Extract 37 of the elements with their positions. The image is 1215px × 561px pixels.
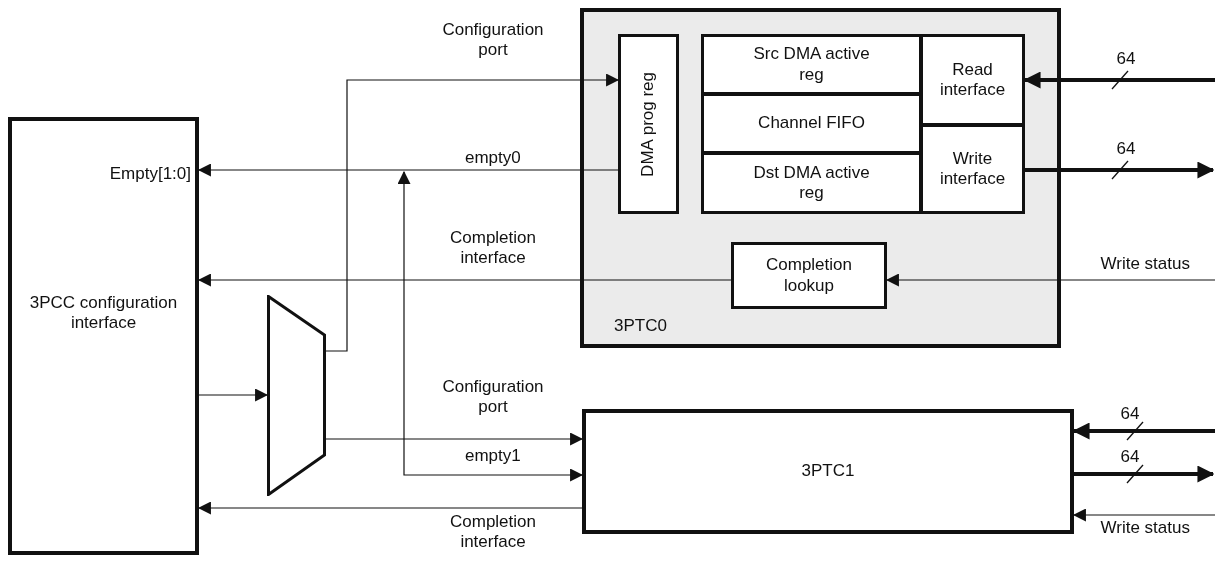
controller-block xyxy=(580,8,1061,348)
register-box xyxy=(618,34,679,214)
block-label: 3PTC1 xyxy=(801,461,855,482)
multiplexer-symbol xyxy=(267,295,326,496)
block-label: Write interface xyxy=(938,148,1007,190)
arrow xyxy=(1023,71,1215,89)
port-label: Empty[1:0] xyxy=(109,164,191,185)
register-box xyxy=(701,34,922,95)
block-label: Src DMA active reg xyxy=(752,44,871,85)
arrow xyxy=(1072,422,1215,440)
block-label: Dst DMA active reg xyxy=(752,162,871,204)
arrow xyxy=(1025,161,1215,179)
arrow xyxy=(397,170,584,482)
lookup-box xyxy=(731,242,887,309)
controller-block xyxy=(582,409,1074,534)
interface-box xyxy=(920,34,1025,126)
block-label: Completion lookup xyxy=(765,255,853,296)
fifo-box xyxy=(701,93,922,154)
edge-label: empty0 xyxy=(465,148,521,169)
arrow xyxy=(1074,465,1215,483)
register-box xyxy=(701,152,922,214)
interface-box xyxy=(920,124,1025,214)
block-label: 3PTC0 xyxy=(614,315,667,336)
arrow xyxy=(197,163,619,177)
arrow xyxy=(197,501,583,515)
block-label: DMA prog reg xyxy=(638,71,659,177)
block-label: 3PCC configuration interface xyxy=(28,293,179,334)
arrow xyxy=(198,388,269,402)
arrow xyxy=(885,273,1215,287)
block-label: Read interface xyxy=(938,59,1007,101)
arrow xyxy=(325,73,620,352)
edge-label: empty1 xyxy=(465,446,521,467)
block-label: Channel FIFO xyxy=(758,113,865,134)
interface-block xyxy=(8,117,199,555)
arrow xyxy=(1072,508,1215,522)
arrow xyxy=(325,432,584,446)
arrow xyxy=(197,273,732,287)
